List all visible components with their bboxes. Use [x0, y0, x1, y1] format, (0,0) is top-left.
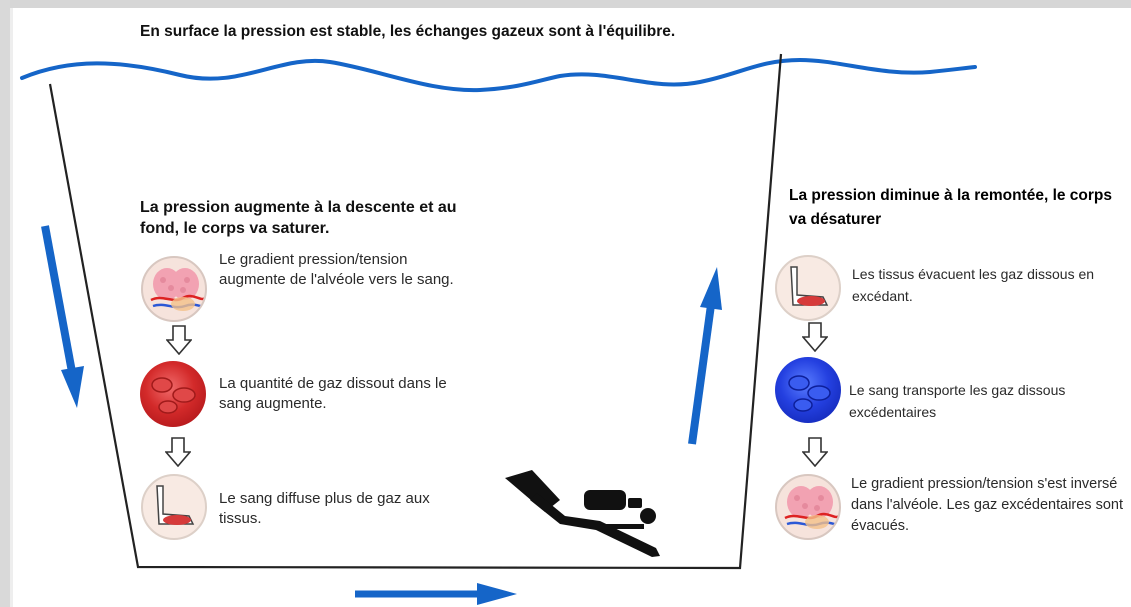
down-outline-arrow-icon	[802, 437, 828, 467]
frame-left-inner-border	[10, 8, 13, 607]
down-outline-arrow-icon	[166, 325, 192, 355]
ascent-arrow-icon	[688, 267, 722, 445]
lung-alveoli-icon	[141, 256, 207, 322]
dive-profile-container	[48, 53, 783, 570]
descent-heading: La pression augmente à la descente et au…	[140, 199, 457, 237]
water-surface-line	[20, 57, 977, 93]
descent-step-3-text: Le sang diffuse plus de gaz aux tissus.	[219, 490, 430, 528]
ascent-step-2-text: Le sang transporte les gaz dissous excéd…	[849, 382, 1066, 420]
frame-top-border	[0, 0, 1131, 8]
blue-blood-cells-icon	[775, 357, 841, 423]
surface-caption: En surface la pression est stable, les é…	[140, 23, 676, 40]
ascent-step-1-text: Les tissus évacuent les gaz dissous en e…	[852, 266, 1095, 304]
descent-arrow-icon	[41, 225, 84, 408]
descent-step-2-text: La quantité de gaz dissout dans le sang …	[219, 375, 447, 413]
down-outline-arrow-icon	[802, 322, 828, 352]
down-outline-arrow-icon	[165, 437, 191, 467]
ascent-step-3-text: Le gradient pression/tension s'est inver…	[851, 476, 1123, 535]
lung-alveoli-icon	[775, 474, 841, 540]
descent-step-1-text: Le gradient pression/tension augmente de…	[219, 251, 454, 289]
red-blood-cells-icon	[140, 361, 206, 427]
diver-icon	[505, 470, 660, 557]
bottom-arrow-icon	[355, 583, 517, 605]
arm-muscle-icon	[775, 255, 841, 321]
frame-left-border	[0, 0, 10, 607]
arm-muscle-icon	[141, 474, 207, 540]
ascent-heading: La pression diminue à la remontée, le co…	[789, 187, 1113, 229]
